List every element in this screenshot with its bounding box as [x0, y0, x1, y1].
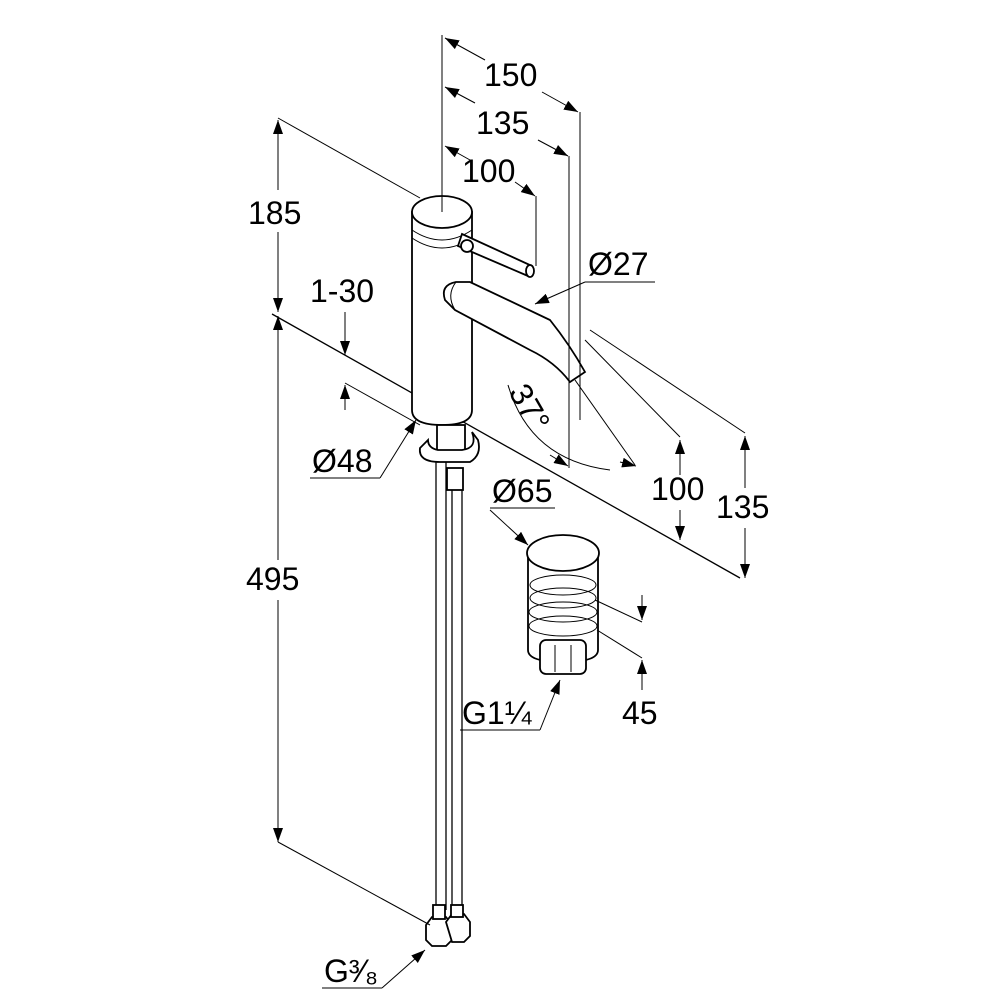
deck-surface-line	[271, 313, 741, 579]
dim-135-label: 135	[476, 105, 529, 141]
dim-spout-diameter-label: Ø27	[588, 246, 648, 282]
dim-spout-height-100-label: 100	[651, 471, 704, 507]
dim-drain-thread-label: G1¼	[462, 695, 533, 731]
dim-495-label: 495	[246, 561, 299, 597]
mounting-assembly	[418, 424, 480, 947]
dim-deck-thickness-label: 1-30	[310, 273, 374, 309]
dim-150-label: 150	[484, 57, 537, 93]
dim-body-diameter-label: Ø48	[312, 443, 372, 479]
dim-100-label: 100	[462, 153, 515, 189]
dim-495-extension	[277, 841, 431, 926]
dim-angle-arc	[507, 384, 611, 471]
dim-100-arrow-right	[514, 181, 536, 197]
dim-135-arrow-left	[444, 86, 476, 104]
dim-150-arrow-left	[444, 37, 486, 61]
dim-drain-height-label: 45	[622, 695, 658, 731]
faucet-body	[411, 195, 473, 426]
spout	[442, 281, 587, 384]
dim-100-arrow-left	[444, 145, 471, 161]
lever-handle	[456, 232, 535, 278]
drain-waste	[526, 534, 600, 675]
dim-135-arrow-right	[537, 139, 569, 157]
dim-150-arrow-right	[541, 91, 579, 113]
deck-underside-line	[344, 382, 421, 426]
dim-hose-thread-label: G³⁄₈	[324, 953, 378, 989]
dim-spout-height-135-label: 135	[716, 489, 769, 525]
dim-angle-label: 37°	[502, 378, 557, 438]
dim-drain-diameter-label: Ø65	[492, 473, 552, 509]
dim-185-label: 185	[248, 195, 301, 231]
dim-185-extension	[277, 117, 421, 199]
